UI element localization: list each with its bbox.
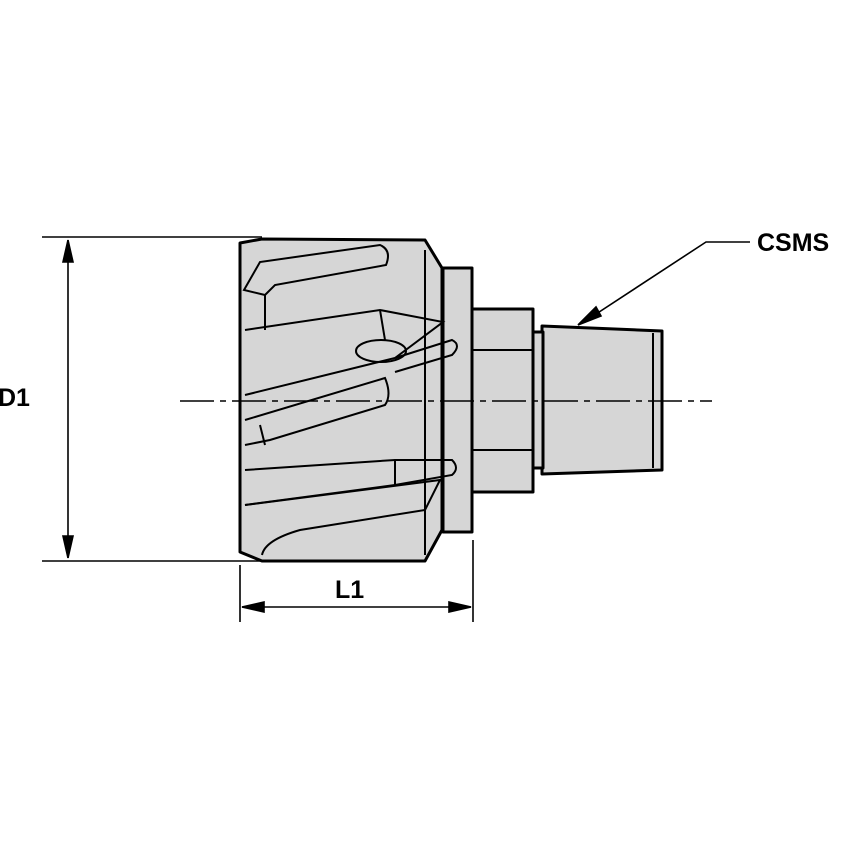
l1-label: L1 (335, 576, 365, 604)
d1-label: D1 (0, 384, 30, 412)
csms-label: CSMS (757, 229, 830, 257)
flange (441, 266, 474, 534)
l1-dimension (239, 540, 474, 622)
cutter-body (238, 237, 444, 563)
csms-leader (577, 241, 750, 326)
d1-dimension (42, 236, 262, 562)
shank (540, 324, 664, 476)
